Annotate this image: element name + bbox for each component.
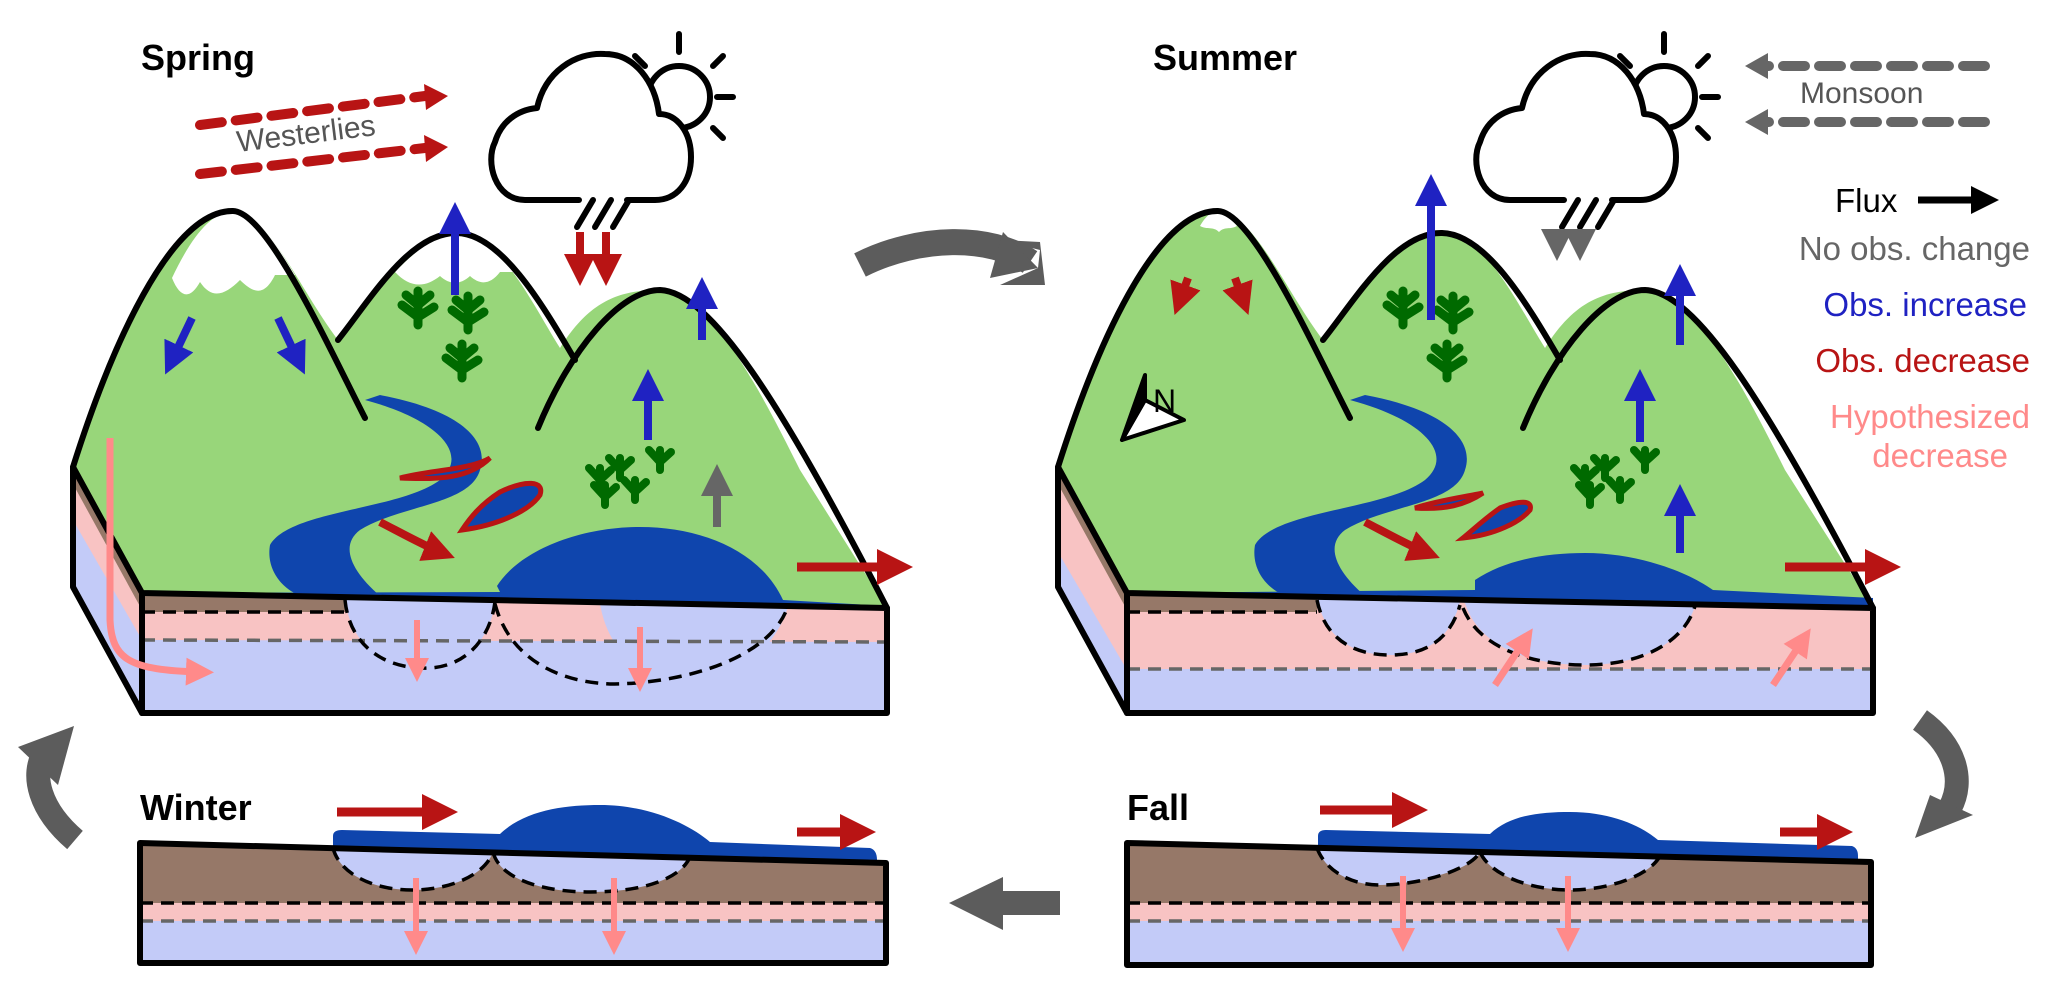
legend-flux-label: Flux [1835,182,1898,219]
fall-block-outline [1124,840,1874,968]
cycle-arrowhead-icon [1915,795,1973,838]
winter-panel: Winter [137,787,889,966]
legend-increase: Obs. increase [1823,286,2027,323]
monsoon-arrowhead-icon [1745,109,1768,135]
fall-panel: Fall [1124,787,1874,968]
shrinking-lake [456,480,544,534]
pond [142,527,887,608]
shrinking-lake [399,455,492,482]
recharge-hypothesized-arrow [106,438,214,686]
compass-north-label: N [1153,383,1176,419]
snowmelt-increase-arrow [274,316,306,375]
groundwater-rise-hypothesized-arrow [1770,628,1811,687]
groundwater-lens-boundary [493,603,790,686]
river [1254,395,1467,596]
spring-panel: Spring Westerlies [70,34,913,716]
river [269,395,482,596]
legend-hypothesized-line1: Hypothesized [1830,398,2030,435]
shrinking-lake [1414,490,1485,511]
monsoon-arrowhead-icon [1745,53,1768,79]
groundwater-rise-hypothesized-arrow [1492,628,1533,687]
groundwater-lens-boundary [1315,847,1482,887]
cycle-arrowhead-icon [990,232,1038,278]
spring-label: Spring [141,37,255,78]
cloud-sun-rain-icon [1476,34,1718,227]
fall-surface-water [1318,812,1858,860]
spring-land-surface [73,210,887,608]
snowmelt-increase-arrow [164,316,196,375]
summer-panel: Summer Monsoon [1055,34,1990,716]
cloud-sun-rain-icon [491,34,733,227]
winter-surface-water [333,805,877,860]
groundwater-lens-boundary [491,851,692,894]
shrinking-lake [1454,499,1533,542]
westerlies-arrowhead-icon [424,84,448,110]
runoff-decrease-arrow [378,518,455,561]
monsoon-wind-arrows: Monsoon [1745,53,1990,135]
snowmelt-decrease-arrow [1170,276,1201,316]
westerlies-arrowhead-icon [424,135,448,162]
legend-hypothesized-line2: decrease [1872,437,2008,474]
summer-land-surface [1058,210,1873,608]
legend-decrease: Obs. decrease [1815,342,2030,379]
groundwater-lens-boundary [1461,605,1697,667]
groundwater-lens-boundary [1315,599,1462,657]
cycle-arrowhead-icon [18,726,74,785]
winter-block-outline [137,840,889,966]
groundwater-lens-boundary [331,847,495,892]
summer-label: Summer [1153,37,1297,78]
cycle-arrow-fall-to-winter [949,877,1060,930]
snowmelt-decrease-arrow [1222,276,1253,316]
groundwater-lens-boundary [1478,851,1662,892]
legend-no-change: No obs. change [1799,230,2030,267]
runoff-decrease-arrow [1363,518,1440,561]
legend: Flux No obs. change Obs. increase Obs. d… [1799,182,2030,474]
north-compass-icon: N [1120,373,1186,442]
fall-label: Fall [1127,787,1189,828]
monsoon-label: Monsoon [1800,77,1923,110]
westerlies-wind-arrows: Westerlies [195,84,448,179]
cycle-arrow-summer-to-fall [1912,710,1969,814]
winter-label: Winter [140,787,252,828]
